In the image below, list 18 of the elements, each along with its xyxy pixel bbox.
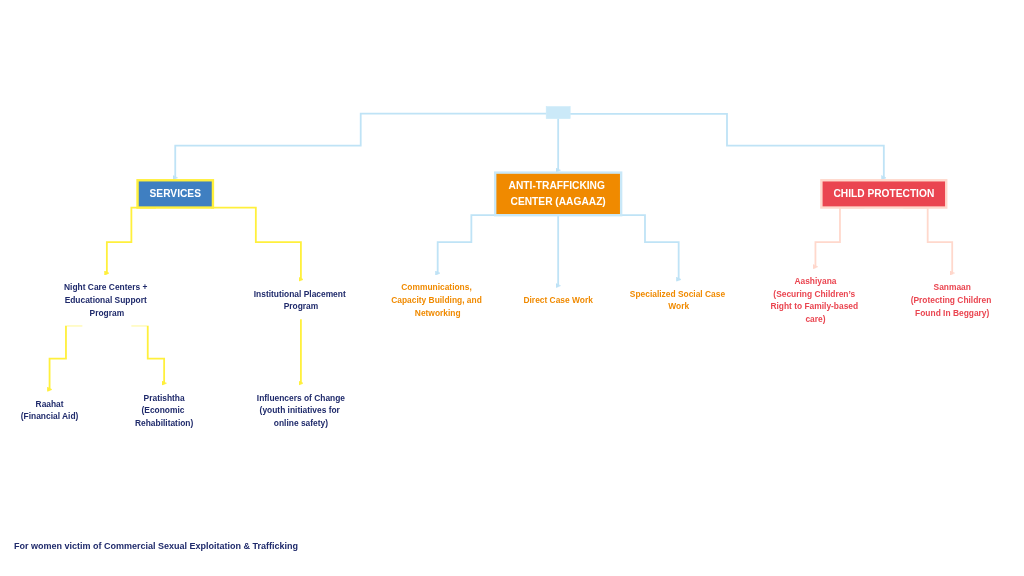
node-text: Institutional Placement Program [253, 289, 346, 312]
arrow [555, 117, 561, 173]
arrow [298, 318, 304, 386]
arrow [172, 112, 548, 181]
arrow [569, 112, 887, 181]
node-text: Specialized Social Case Work [629, 289, 726, 312]
node-text: Direct Case Work [523, 295, 593, 305]
node-box [545, 106, 571, 119]
node-text: Raahat (Financial Aid) [20, 399, 79, 422]
node-box: CHILD PROTECTION [820, 179, 948, 209]
node-box: SERVICES [136, 179, 215, 209]
node-text: Pratishtha (Economic Rehabilitation) [134, 392, 194, 428]
node-text: Influencers of Change (youth initiatives for online safety) [256, 392, 346, 428]
note-text: For women victim of Commercial Sexual Exploitation & Trafficking [14, 540, 299, 552]
node-text: Communications, Capacity Building, and Networking [391, 282, 482, 318]
node-text: Sanmaan (Protecting Children Found In Beggary) [910, 282, 992, 318]
node-box: ANTI-TRAFFICKING CENTER (AAGAAZ) [494, 171, 623, 217]
node-text: Aashiyana (Securing Children’s Right to Family-based care) [770, 276, 859, 324]
